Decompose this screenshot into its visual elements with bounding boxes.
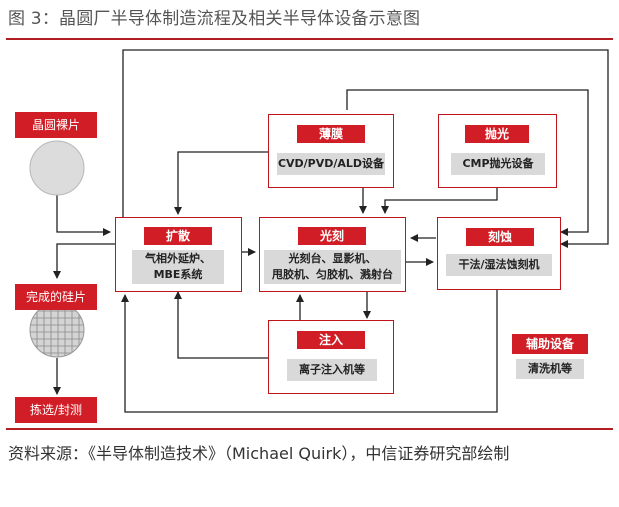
polish-title: 抛光 xyxy=(465,125,529,143)
figure-title: 图 3：晶圆厂半导体制造流程及相关半导体设备示意图 xyxy=(8,9,421,29)
implant-box: 注入 离子注入机等 xyxy=(268,320,394,394)
diffusion-equip: 气相外延炉、 MBE系统 xyxy=(132,250,224,284)
polish-equip: CMP抛光设备 xyxy=(451,153,545,175)
aux-equip: 清洗机等 xyxy=(516,359,584,379)
test-label: 拣选/封测 xyxy=(15,397,97,423)
implant-equip: 离子注入机等 xyxy=(287,359,377,381)
thin-film-title: 薄膜 xyxy=(297,125,365,143)
flow-connectors xyxy=(29,49,609,413)
litho-equip-line1: 光刻台、显影机、 xyxy=(288,252,377,265)
implant-title: 注入 xyxy=(297,331,365,349)
aux-title: 辅助设备 xyxy=(512,334,588,354)
litho-equip: 光刻台、显影机、 甩胶机、匀胶机、溅射台 xyxy=(264,250,401,284)
litho-box: 光刻 光刻台、显影机、 甩胶机、匀胶机、溅射台 xyxy=(259,217,406,292)
diffusion-box: 扩散 气相外延炉、 MBE系统 xyxy=(115,217,242,292)
title-rule xyxy=(6,38,613,40)
diffusion-title: 扩散 xyxy=(144,227,212,245)
wafer-raw-label: 晶圆裸片 xyxy=(15,112,97,138)
litho-equip-line2: 甩胶机、匀胶机、溅射台 xyxy=(272,268,393,281)
wafer-grid-icon xyxy=(29,302,85,358)
polish-box: 抛光 CMP抛光设备 xyxy=(438,114,557,188)
etch-title: 刻蚀 xyxy=(466,228,534,246)
litho-title: 光刻 xyxy=(298,227,366,245)
diffusion-equip-line1: 气相外延炉、 xyxy=(145,252,211,265)
thin-film-equip: CVD/PVD/ALD设备 xyxy=(277,153,385,175)
bottom-rule xyxy=(6,428,613,430)
source-note: 资料来源：《半导体制造技术》（Michael Quirk），中信证券研究部绘制 xyxy=(8,444,510,463)
wafer-done-label: 完成的硅片 xyxy=(15,284,97,310)
diffusion-equip-line2: MBE系统 xyxy=(153,268,203,281)
etch-equip: 干法/湿法蚀刻机 xyxy=(446,254,552,276)
wafer-raw-icon xyxy=(29,140,85,196)
thin-film-box: 薄膜 CVD/PVD/ALD设备 xyxy=(268,114,394,188)
etch-box: 刻蚀 干法/湿法蚀刻机 xyxy=(437,217,561,290)
